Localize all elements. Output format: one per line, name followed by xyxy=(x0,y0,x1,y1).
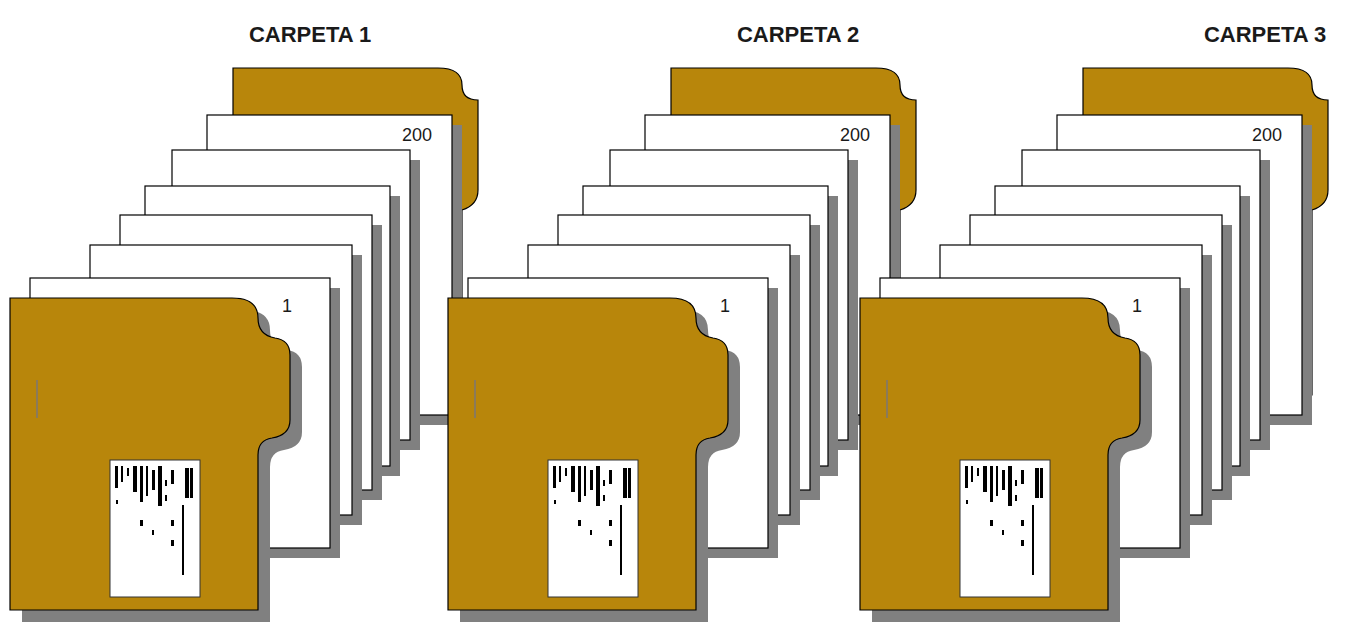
folder-heading: CARPETA 3 xyxy=(1204,22,1328,48)
page-number: 1 xyxy=(30,296,292,317)
page: 200 xyxy=(645,115,890,415)
folder-heading: CARPETA 1 xyxy=(249,22,373,48)
page-number: 200 xyxy=(1057,125,1282,146)
page: 1 xyxy=(880,278,1180,548)
page: 200 xyxy=(207,115,452,415)
page-number: 1 xyxy=(880,296,1142,317)
page: 200 xyxy=(1057,115,1302,415)
folder-heading: CARPETA 2 xyxy=(737,22,861,48)
page: 1 xyxy=(30,278,330,548)
folder-group xyxy=(448,68,916,622)
folder: CARPETA 1 200 1 xyxy=(0,0,490,620)
page: 1 xyxy=(468,278,768,548)
folder-group xyxy=(860,68,1328,622)
page-number: 200 xyxy=(207,125,432,146)
page-number: 200 xyxy=(645,125,870,146)
page-number: 1 xyxy=(468,296,730,317)
folder: CARPETA 3 200 1 xyxy=(850,0,1340,620)
folder: CARPETA 2 200 1 xyxy=(438,0,928,620)
folder-group xyxy=(10,68,478,622)
